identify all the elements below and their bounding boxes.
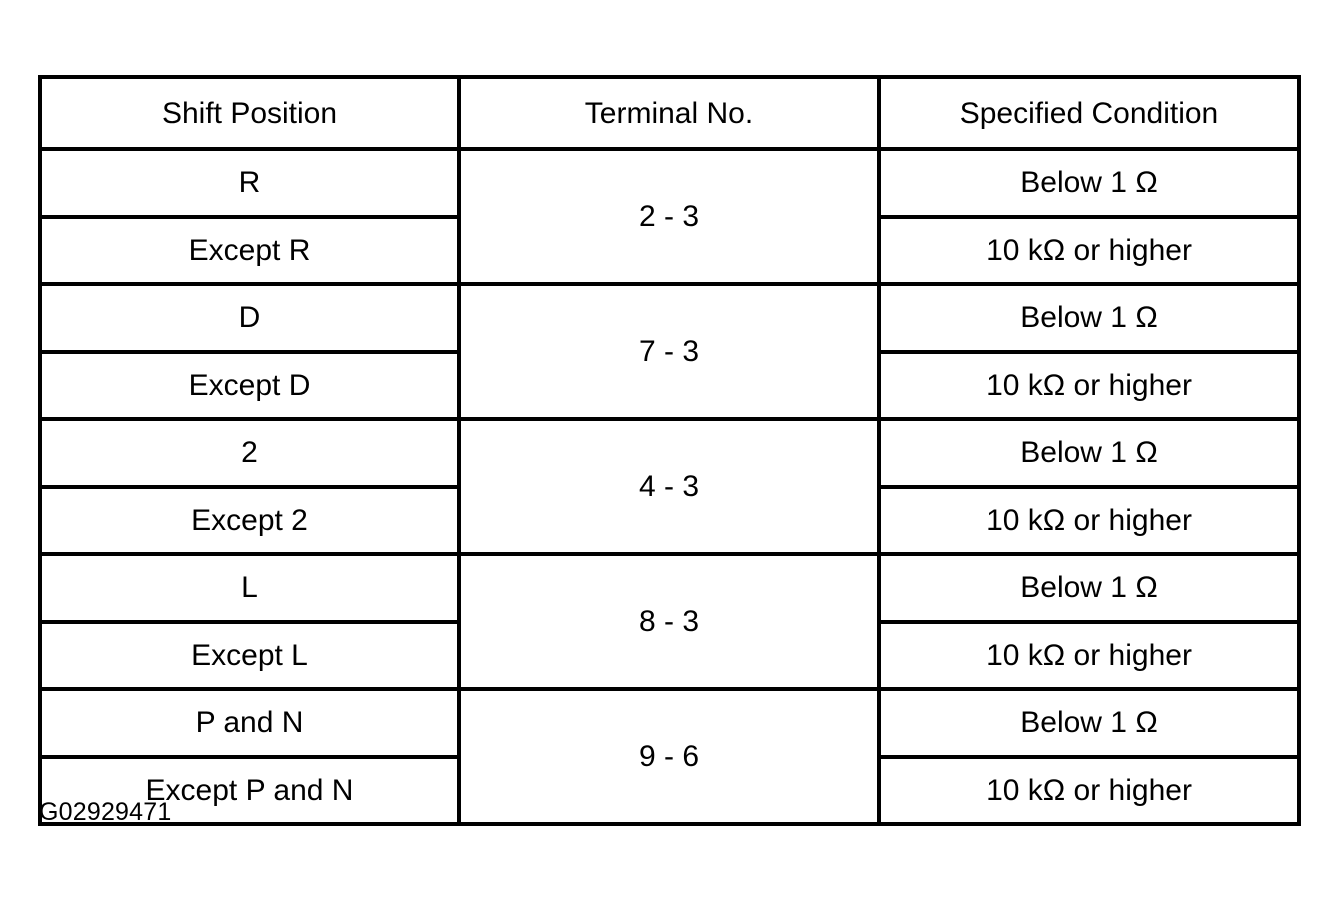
column-header-specified-condition-label: Specified Condition bbox=[959, 96, 1219, 130]
cell-terminal-no-value: 7 - 3 bbox=[638, 335, 700, 368]
table-row: Except P and N 10 kΩ or higher bbox=[38, 754, 1301, 826]
cell-terminal-no-value: 2 - 3 bbox=[638, 200, 700, 233]
cell-shift-position: Except L bbox=[38, 619, 461, 691]
figure-caption: G02929471 bbox=[39, 798, 172, 826]
column-header-terminal-no: Terminal No. bbox=[457, 75, 881, 151]
table-row: Except R 10 kΩ or higher bbox=[38, 214, 1301, 286]
cell-shift-position-value: 2 bbox=[241, 436, 258, 470]
cell-specified-condition: 10 kΩ or higher bbox=[877, 349, 1301, 421]
cell-specified-condition: Below 1 Ω bbox=[877, 687, 1301, 759]
cell-specified-condition-value: Below 1 Ω bbox=[1020, 166, 1158, 200]
cell-specified-condition: Below 1 Ω bbox=[877, 282, 1301, 354]
table-row: L 8 - 3 Below 1 Ω bbox=[38, 552, 1301, 691]
table-header: Shift Position Terminal No. Specified Co… bbox=[38, 75, 1301, 151]
cell-terminal-no-value: 9 - 6 bbox=[638, 740, 700, 773]
cell-specified-condition-value: Below 1 Ω bbox=[1020, 436, 1158, 470]
cell-shift-position-value: Except R bbox=[188, 233, 311, 267]
cell-specified-condition-value: 10 kΩ or higher bbox=[986, 233, 1192, 267]
cell-shift-position: 2 bbox=[38, 417, 461, 489]
cell-specified-condition: 10 kΩ or higher bbox=[877, 619, 1301, 691]
specification-table: Shift Position Terminal No. Specified Co… bbox=[38, 75, 1301, 826]
cell-terminal-no-value: 4 - 3 bbox=[638, 470, 700, 503]
table-row: P and N 9 - 6 Below 1 Ω bbox=[38, 687, 1301, 826]
cell-shift-position-value: Except D bbox=[188, 368, 311, 402]
cell-specified-condition-value: Below 1 Ω bbox=[1020, 571, 1158, 605]
cell-shift-position: D bbox=[38, 282, 461, 354]
cell-terminal-no: 8 - 3 bbox=[457, 552, 881, 691]
cell-shift-position: Except 2 bbox=[38, 484, 461, 556]
cell-specified-condition: Below 1 Ω bbox=[877, 147, 1301, 219]
cell-terminal-no: 2 - 3 bbox=[457, 147, 881, 286]
cell-specified-condition-value: 10 kΩ or higher bbox=[986, 638, 1192, 672]
table-row: 2 4 - 3 Below 1 Ω bbox=[38, 417, 1301, 556]
cell-specified-condition: Below 1 Ω bbox=[877, 552, 1301, 624]
table-row: Except D 10 kΩ or higher bbox=[38, 349, 1301, 421]
cell-specified-condition: 10 kΩ or higher bbox=[877, 214, 1301, 286]
cell-specified-condition: 10 kΩ or higher bbox=[877, 754, 1301, 826]
table-row: D 7 - 3 Below 1 Ω bbox=[38, 282, 1301, 421]
cell-specified-condition-value: Below 1 Ω bbox=[1020, 706, 1158, 740]
table-header-row: Shift Position Terminal No. Specified Co… bbox=[38, 75, 1301, 151]
column-header-terminal-no-label: Terminal No. bbox=[584, 96, 754, 130]
cell-specified-condition-value: 10 kΩ or higher bbox=[986, 503, 1192, 537]
cell-specified-condition: Below 1 Ω bbox=[877, 417, 1301, 489]
cell-shift-position: Except D bbox=[38, 349, 461, 421]
cell-specified-condition-value: Below 1 Ω bbox=[1020, 301, 1158, 335]
cell-shift-position-value: L bbox=[241, 571, 258, 605]
column-header-specified-condition: Specified Condition bbox=[877, 75, 1301, 151]
cell-shift-position-value: R bbox=[238, 166, 261, 200]
cell-terminal-no: 9 - 6 bbox=[457, 687, 881, 826]
table-row: Except L 10 kΩ or higher bbox=[38, 619, 1301, 691]
cell-specified-condition-value: 10 kΩ or higher bbox=[986, 773, 1192, 807]
cell-specified-condition-value: 10 kΩ or higher bbox=[986, 368, 1192, 402]
cell-terminal-no-value: 8 - 3 bbox=[638, 605, 700, 638]
cell-shift-position: Except R bbox=[38, 214, 461, 286]
table-row: Except 2 10 kΩ or higher bbox=[38, 484, 1301, 556]
cell-shift-position-value: P and N bbox=[195, 706, 304, 740]
cell-shift-position: Except P and N bbox=[38, 754, 461, 826]
column-header-shift-position-label: Shift Position bbox=[161, 96, 338, 130]
cell-terminal-no: 7 - 3 bbox=[457, 282, 881, 421]
cell-specified-condition: 10 kΩ or higher bbox=[877, 484, 1301, 556]
cell-shift-position: R bbox=[38, 147, 461, 219]
table-row: R 2 - 3 Below 1 Ω bbox=[38, 147, 1301, 286]
cell-shift-position: P and N bbox=[38, 687, 461, 759]
cell-terminal-no: 4 - 3 bbox=[457, 417, 881, 556]
column-header-shift-position: Shift Position bbox=[38, 75, 461, 151]
cell-shift-position-value: Except 2 bbox=[191, 503, 308, 537]
cell-shift-position-value: Except P and N bbox=[145, 773, 354, 807]
cell-shift-position: L bbox=[38, 552, 461, 624]
cell-shift-position-value: D bbox=[238, 301, 261, 335]
cell-shift-position-value: Except L bbox=[191, 638, 308, 672]
